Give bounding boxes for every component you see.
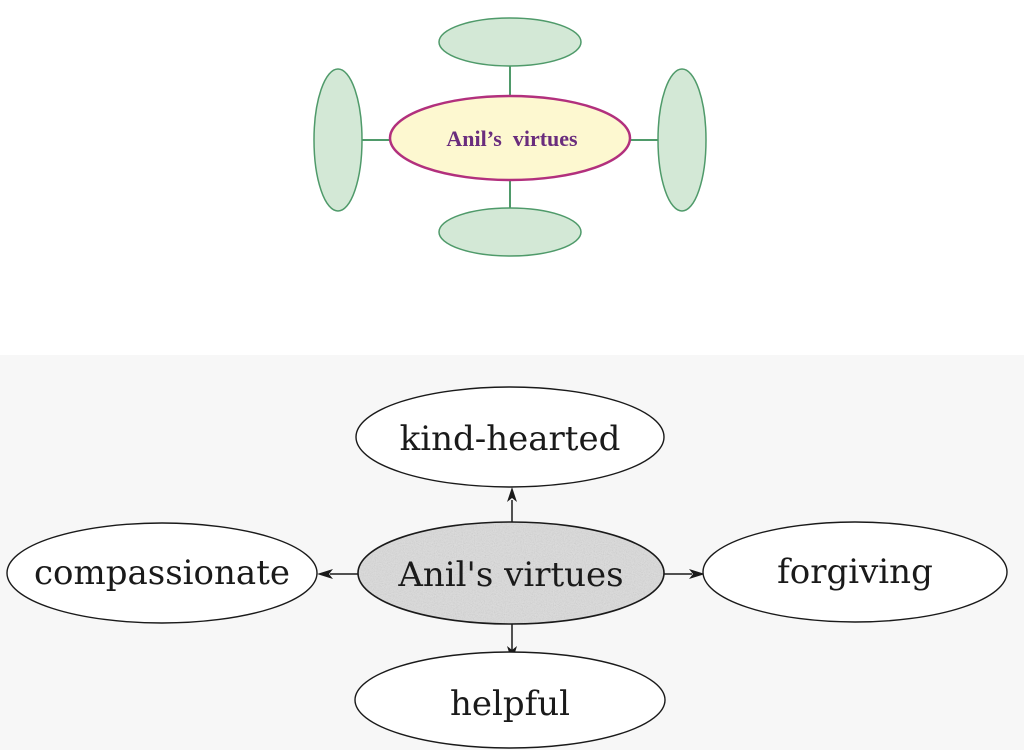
- empty-branch-left: [313, 68, 363, 212]
- branch-node-right: [702, 521, 1008, 623]
- center-node: [357, 521, 665, 625]
- empty-branch-right: [657, 68, 707, 212]
- template-mind-map: Anil’s virtues: [313, 17, 707, 257]
- arrowhead-right: [689, 569, 705, 579]
- center-label: Anil's virtues: [397, 555, 623, 595]
- template-center-label: Anil’s virtues: [446, 126, 578, 151]
- empty-branch-top: [438, 17, 582, 67]
- branch-label-bottom: helpful: [450, 684, 570, 724]
- branch-label-top: kind-hearted: [400, 419, 621, 459]
- template-center-node: [388, 94, 632, 182]
- arrowhead-top: [507, 487, 517, 502]
- branch-label-right: forgiving: [777, 552, 933, 592]
- branch-node-bottom: [354, 651, 666, 749]
- branch-node-left: [6, 522, 318, 624]
- empty-branch-bottom: [438, 207, 582, 257]
- branch-label-left: compassionate: [34, 553, 290, 593]
- branch-node-top: [355, 386, 665, 488]
- arrowhead-left: [317, 569, 333, 579]
- answer-mind-map: kind-hearted compassionate forgiving hel…: [6, 386, 1008, 749]
